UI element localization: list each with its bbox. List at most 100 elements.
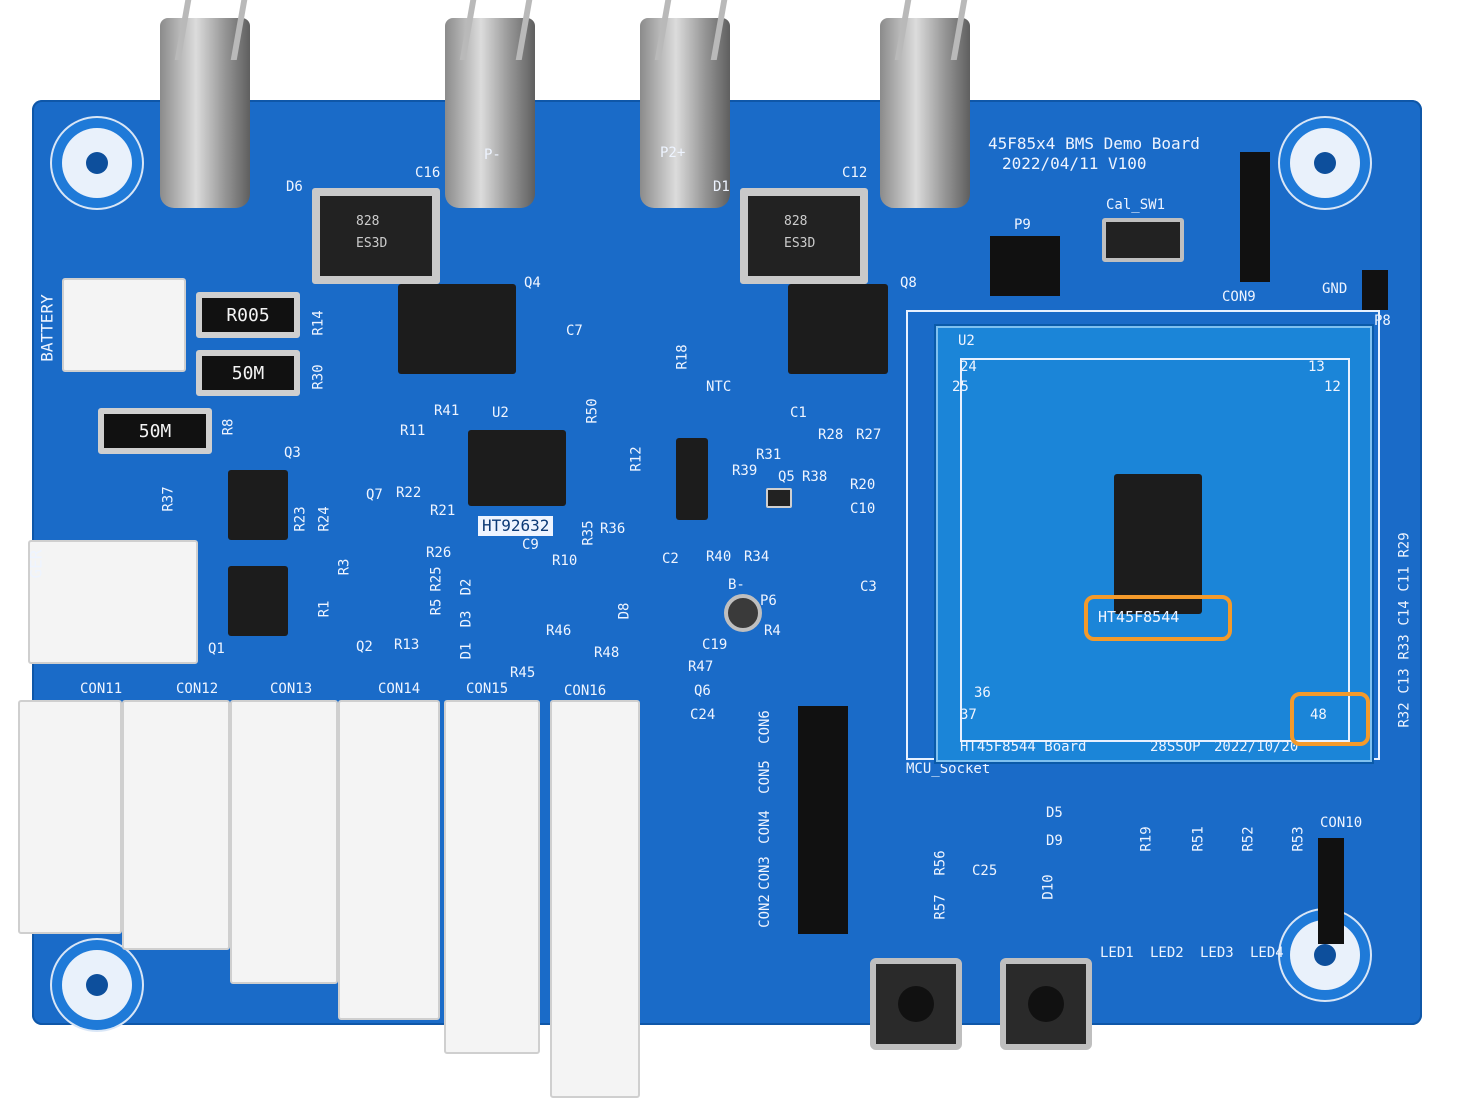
- battery-clip-3: [640, 18, 730, 208]
- mounting-hole-top-left: [62, 128, 132, 198]
- label-con14: CON14: [378, 681, 421, 697]
- sub-footer-mid: 28SSOP: [1150, 739, 1201, 755]
- battery-clip-1: [160, 18, 250, 208]
- charger-connector[interactable]: [28, 540, 198, 664]
- label-r50: R50: [584, 398, 601, 424]
- label-con16: CON16: [564, 683, 607, 699]
- label-r41: R41: [434, 403, 460, 419]
- pin-48: 48: [1310, 707, 1327, 723]
- label-r5: R5: [428, 598, 445, 616]
- label-d2: D2: [458, 578, 475, 596]
- switch-cal-sw1[interactable]: [1102, 218, 1184, 262]
- label-ntc: NTC: [706, 379, 732, 395]
- mcu-sub-board: U2 24 13 12 25 36 37 48 HT45F8544 HT45F8…: [936, 326, 1372, 762]
- connector-con11[interactable]: [18, 700, 122, 934]
- header-p9[interactable]: [990, 236, 1060, 296]
- connector-con14[interactable]: [338, 700, 440, 1020]
- label-d9: D9: [1046, 833, 1063, 849]
- label-r53: R53: [1290, 826, 1307, 852]
- label-c25: C25: [972, 863, 998, 879]
- connector-con15[interactable]: [444, 700, 540, 1054]
- label-r36: R36: [600, 521, 626, 537]
- label-p6: P6: [760, 593, 777, 609]
- diode-d6: 828 ES3D: [312, 188, 440, 284]
- connector-con12[interactable]: [122, 700, 230, 950]
- label-d8: D8: [616, 602, 633, 620]
- terminal-b-minus[interactable]: [724, 594, 762, 632]
- label-r33: R33: [1396, 634, 1413, 660]
- label-r29: R29: [1396, 532, 1413, 558]
- highlight-pin-48: [1290, 692, 1370, 746]
- pin-24: 24: [960, 359, 977, 375]
- mosfet-q8: [788, 284, 888, 374]
- highlight-chip-label: [1084, 595, 1232, 641]
- label-r45: R45: [510, 665, 536, 681]
- label-r14: R14: [310, 310, 327, 336]
- battery-clip-2: [445, 18, 535, 208]
- label-d3: D3: [458, 610, 475, 628]
- push-button-right[interactable]: [1000, 958, 1092, 1050]
- label-r56: R56: [932, 850, 949, 876]
- label-ht92632: HT92632: [478, 516, 554, 536]
- terminal-label-p2-plus: P2+: [660, 145, 686, 161]
- shunt-resistor-r30: 50M: [196, 350, 300, 396]
- label-r19: R19: [1138, 826, 1155, 852]
- mcu-chip-label: HT45F8544: [1098, 608, 1180, 626]
- label-r4: R4: [764, 623, 781, 639]
- label-c12: C12: [842, 165, 868, 181]
- header-con10[interactable]: [1318, 838, 1344, 944]
- battery-connector[interactable]: [62, 278, 186, 372]
- mosfet-q3: [228, 470, 288, 540]
- terminal-label-p-minus: P-: [484, 147, 501, 163]
- label-d10: D10: [1040, 874, 1057, 900]
- label-r40: R40: [706, 549, 732, 565]
- shunt-resistor-r14: R005: [196, 292, 300, 338]
- label-r30: R30: [310, 364, 327, 390]
- label-r23: R23: [292, 506, 309, 532]
- header-con9[interactable]: [1240, 152, 1270, 282]
- label-con9: CON9: [1222, 289, 1256, 305]
- label-r32: R32: [1396, 702, 1413, 728]
- connector-con16[interactable]: [550, 700, 640, 1098]
- label-r25: R25: [428, 566, 445, 592]
- pin-13: 13: [1308, 359, 1325, 375]
- label-d1: D1: [713, 179, 730, 195]
- label-c2: C2: [662, 551, 679, 567]
- sub-board-outline: [960, 358, 1350, 742]
- label-d5: D5: [1046, 805, 1063, 821]
- header-p8[interactable]: [1362, 270, 1388, 310]
- label-q5: Q5: [778, 469, 795, 485]
- label-c9: C9: [522, 537, 539, 553]
- label-r35: R35: [580, 520, 597, 546]
- label-u2: U2: [492, 405, 509, 421]
- label-con11: CON11: [80, 681, 123, 697]
- label-con12: CON12: [176, 681, 219, 697]
- label-r51: R51: [1190, 826, 1207, 852]
- label-r52: R52: [1240, 826, 1257, 852]
- pin-12: 12: [1324, 379, 1341, 395]
- label-r26: R26: [426, 545, 452, 561]
- label-con10: CON10: [1320, 815, 1363, 831]
- board-date: 2022/04/11 V100: [1002, 154, 1147, 173]
- label-d1b: D1: [458, 642, 475, 660]
- shunt-resistor-r8: 50M: [98, 408, 212, 454]
- header-con2-6[interactable]: [798, 706, 848, 934]
- label-r57: R57: [932, 894, 949, 920]
- label-c19: C19: [702, 637, 728, 653]
- label-r3: R3: [336, 558, 353, 576]
- label-con3: CON3: [756, 856, 773, 890]
- label-r31: R31: [756, 447, 782, 463]
- connector-con13[interactable]: [230, 700, 338, 984]
- label-r37: R37: [160, 486, 177, 512]
- label-cal-sw: Cal_SW1: [1106, 197, 1166, 213]
- sub-board-ref: U2: [958, 333, 975, 349]
- label-r12: R12: [628, 446, 645, 472]
- label-mcu-socket: MCU_Socket: [906, 761, 991, 777]
- pin-25: 25: [952, 379, 969, 395]
- label-r39: R39: [732, 463, 758, 479]
- label-c24: C24: [690, 707, 716, 723]
- push-button-left[interactable]: [870, 958, 962, 1050]
- label-r1: R1: [316, 600, 333, 618]
- label-r46: R46: [546, 623, 572, 639]
- label-r47: R47: [688, 659, 714, 675]
